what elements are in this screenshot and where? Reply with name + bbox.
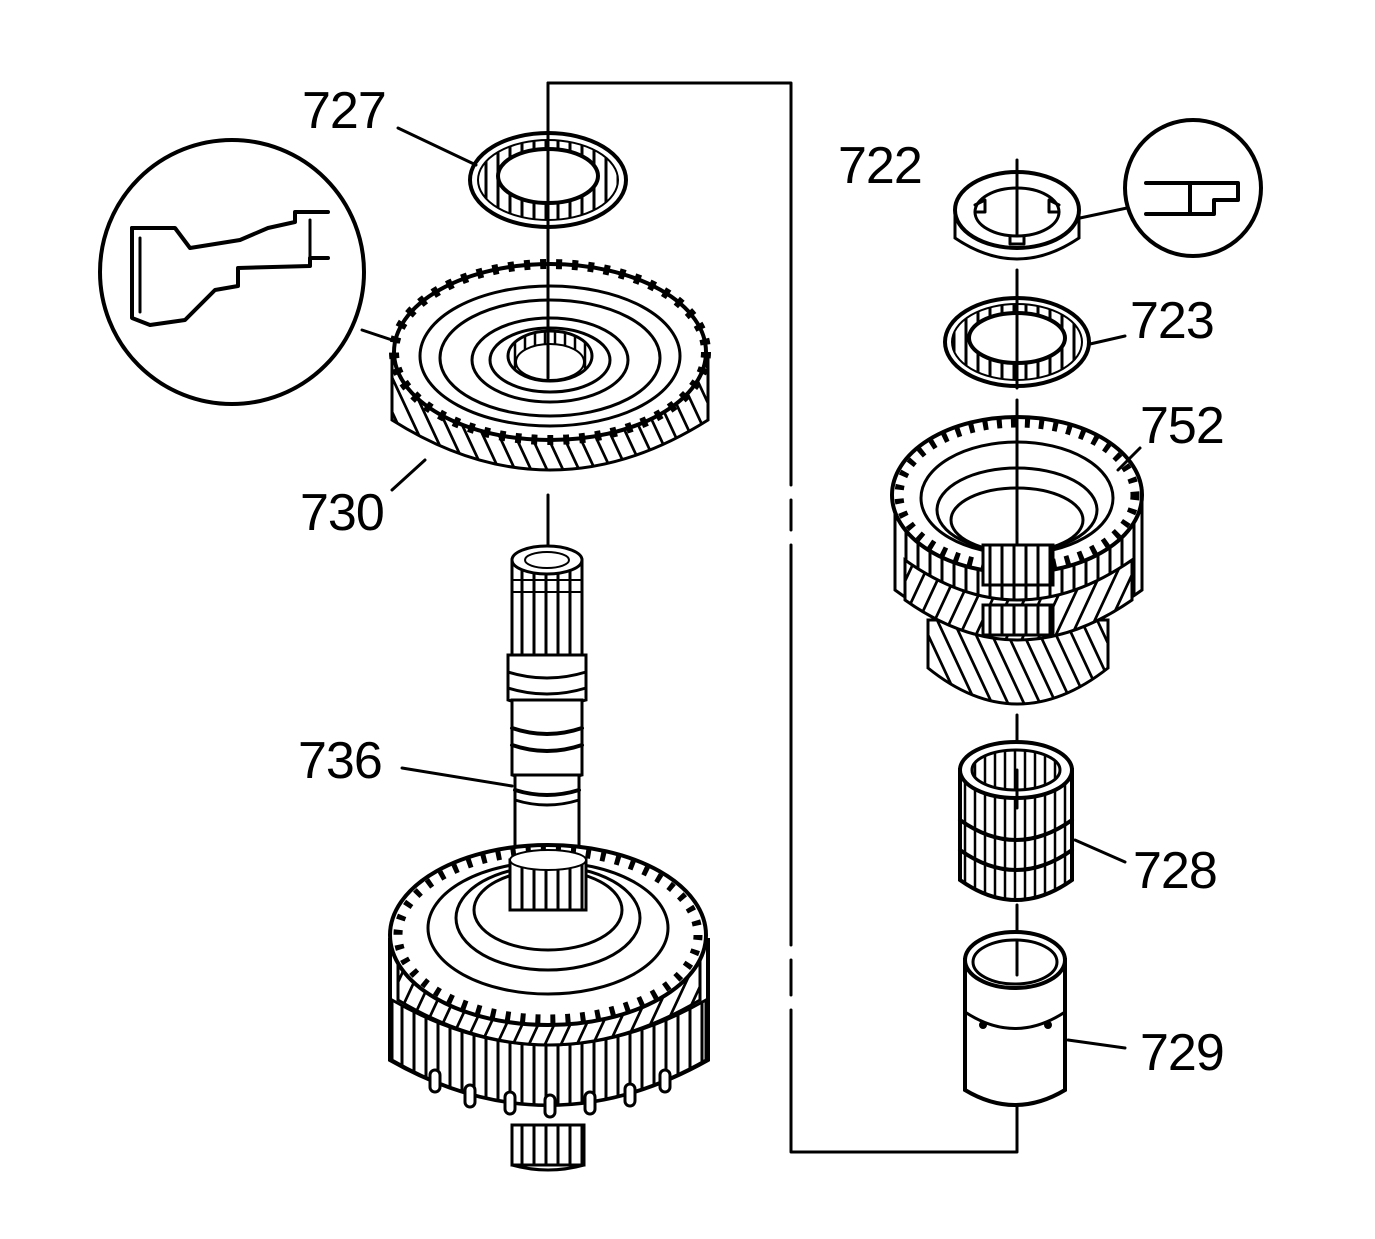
assembly-reference-line [546,81,1019,1154]
planet-carrier-assembly [388,843,710,1172]
thrust-bearing-727 [468,81,628,230]
label-723: 723 [1130,292,1214,350]
label-736: 736 [298,732,382,790]
label-727: 727 [302,82,386,140]
label-730: 730 [300,484,384,542]
leader-727 [396,126,478,167]
output-shaft-736 [400,544,588,862]
detail-callout-right [1078,118,1263,258]
carrier-slots [428,1068,672,1119]
sleeve-bushing-729 [963,930,1127,1107]
label-729: 729 [1140,1024,1224,1082]
helical-gear-730 [389,238,711,547]
label-722: 722 [838,137,922,195]
label-752: 752 [1140,397,1224,455]
thrust-washer-722 [953,158,1081,261]
thrust-bearing-723 [943,268,1127,390]
leader-730 [390,458,427,492]
detail-callout-left [98,138,400,406]
label-728: 728 [1133,842,1217,900]
sun-gear-752 [890,398,1144,772]
